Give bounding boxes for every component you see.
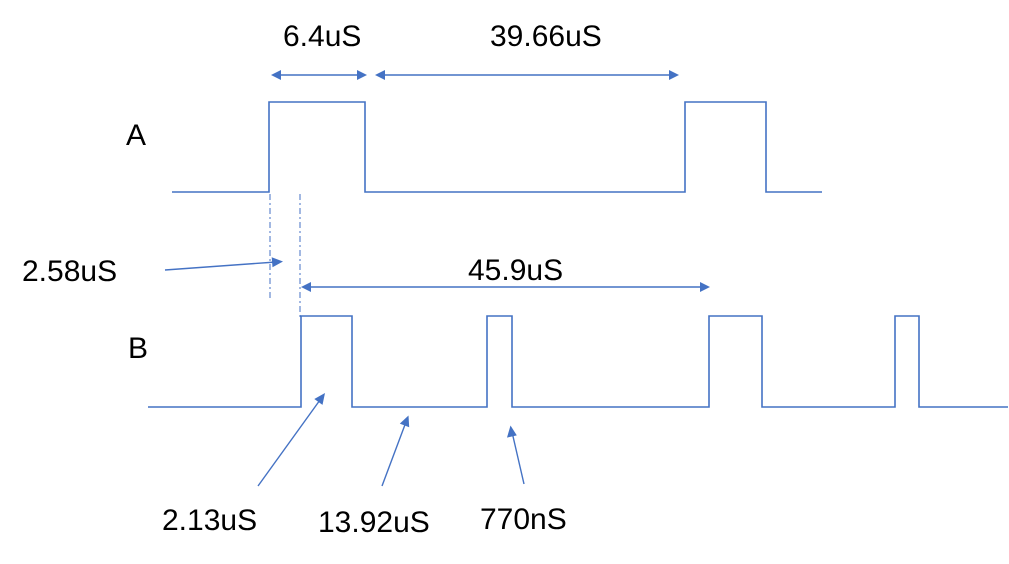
pointer-a-to-b-delay	[164, 257, 283, 271]
pointer-b-low	[381, 415, 410, 487]
b-edge-annot-label: 2.13uS	[162, 504, 257, 537]
b-short-pulse-label: 770nS	[480, 503, 567, 536]
waveform-a	[172, 101, 822, 193]
dimension-a-pulse-width	[271, 70, 367, 80]
dimension-b-period	[301, 282, 710, 292]
pointer-b-short-pulse	[507, 425, 525, 485]
a-low-time-label: 39.66uS	[490, 20, 602, 53]
b-low-annot-label: 13.92uS	[318, 506, 430, 539]
dimension-a-low-time	[375, 70, 679, 80]
pointer-b-edge	[257, 393, 325, 487]
signal-a-label: A	[126, 119, 146, 152]
signal-b-label: B	[128, 332, 148, 365]
a-to-b-delay-label: 2.58uS	[22, 255, 117, 288]
waveform-b	[148, 315, 1008, 408]
a-pulse-width-label: 6.4uS	[283, 20, 361, 53]
b-period-label: 45.9uS	[468, 254, 563, 287]
